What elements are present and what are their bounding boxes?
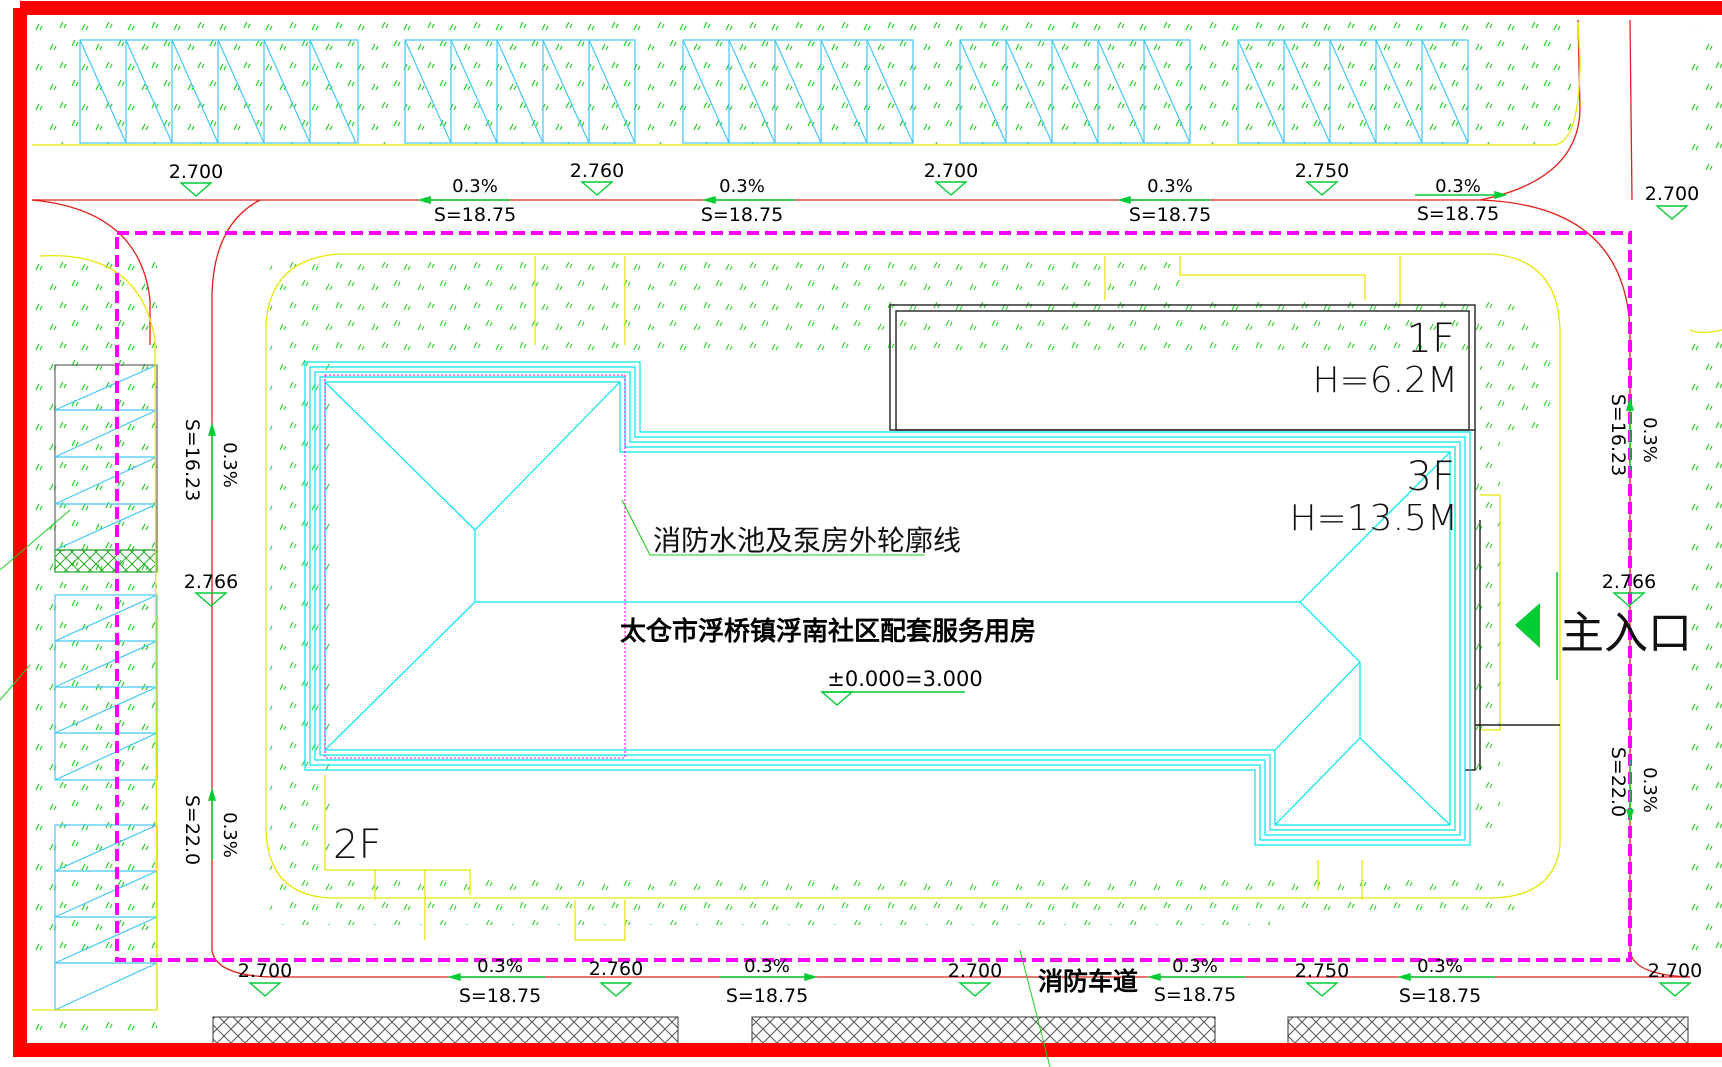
road-edges: [31, 19, 1691, 978]
pool-outline-label: 消防水池及泵房外轮廓线: [653, 524, 961, 557]
slope-left-2-s: S=22.0: [181, 795, 203, 865]
slope-arrows: [207, 190, 1635, 982]
floor-1f-height: H=6.2M: [1312, 360, 1458, 401]
slope-top-3-s: S=18.75: [1129, 204, 1211, 226]
slope-right-2-s: S=22.0: [1607, 747, 1629, 817]
elevation-markers: [179, 181, 1692, 997]
slope-right-1-pct: 0.3%: [1639, 417, 1660, 463]
slope-top-4-s: S=18.75: [1417, 203, 1499, 225]
slope-top-2-s: S=18.75: [701, 204, 783, 226]
slope-bot-1-pct: 0.3%: [477, 956, 523, 977]
slope-bot-2-s: S=18.75: [726, 985, 808, 1007]
elev-bot-1: 2.700: [238, 960, 292, 982]
elev-right-mid: 2.766: [1602, 571, 1656, 593]
floor-2f: 2F: [333, 822, 381, 868]
slope-left-1-s: S=16.23: [181, 419, 203, 501]
building-1f-outline: [889, 304, 1560, 771]
elev-bot-3: 2.700: [948, 960, 1002, 982]
slope-top-2-pct: 0.3%: [719, 176, 765, 197]
slope-bot-4-s: S=18.75: [1399, 985, 1481, 1007]
entrance-arrow-icon: [1515, 572, 1558, 680]
elev-bot-4: 2.750: [1295, 960, 1349, 982]
slope-bot-3-pct: 0.3%: [1172, 956, 1218, 977]
site-boundary: [13, 1, 1722, 1057]
bottom-hatch-strips: [212, 1016, 1689, 1046]
slope-bot-1-s: S=18.75: [459, 985, 541, 1007]
slope-bot-4-pct: 0.3%: [1417, 956, 1463, 977]
labels: 2.700 2.760 2.700 2.750 2.700 0.3% S=18.…: [169, 160, 1702, 1007]
slope-top-1-s: S=18.75: [434, 204, 516, 226]
slope-bot-3-s: S=18.75: [1154, 984, 1236, 1006]
slope-top-3-pct: 0.3%: [1147, 176, 1193, 197]
slope-bot-2-pct: 0.3%: [744, 956, 790, 977]
slope-top-4-pct: 0.3%: [1435, 176, 1481, 197]
fire-lane-label: 消防车道: [1038, 967, 1138, 996]
parking-stalls-top: [79, 39, 1469, 144]
elev-bot-2: 2.760: [589, 958, 643, 980]
building-3f-roof: [304, 361, 1471, 846]
landscape-edges: [32, 21, 1722, 1011]
slope-left-1-pct: 0.3%: [219, 442, 240, 488]
road-areas: [32, 145, 1692, 1020]
elev-top-right: 2.700: [1645, 183, 1699, 205]
elev-top-4: 2.750: [1295, 160, 1349, 182]
slope-top-1-pct: 0.3%: [452, 176, 498, 197]
elev-bot-right: 2.700: [1648, 960, 1702, 982]
floor-1f: 1F: [1407, 316, 1455, 362]
building-title: 太仓市浮桥镇浮南社区配套服务用房: [620, 616, 1036, 647]
fire-pool-outline: [324, 374, 925, 759]
elev-top-1: 2.700: [169, 161, 223, 183]
datum-label: ±0.000=3.000: [827, 667, 982, 691]
floor-3f: 3F: [1407, 454, 1455, 500]
slope-right-2-pct: 0.3%: [1639, 767, 1660, 813]
leader-lines: [0, 509, 1051, 1067]
elev-top-3: 2.700: [924, 160, 978, 182]
elev-top-2: 2.760: [570, 160, 624, 182]
setback-line: [115, 231, 1632, 962]
elev-left-mid: 2.766: [184, 571, 238, 593]
slope-right-1-s: S=16.23: [1607, 394, 1629, 476]
slope-left-2-pct: 0.3%: [219, 812, 240, 858]
entrance-label: 主入口: [1560, 608, 1692, 659]
floor-3f-height: H=13.5M: [1290, 498, 1458, 539]
